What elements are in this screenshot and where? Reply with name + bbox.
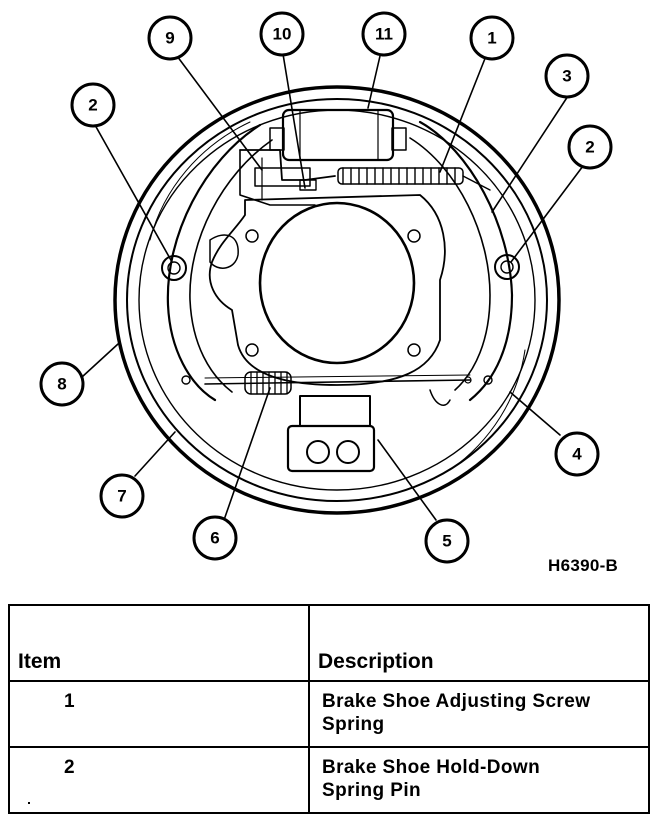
description-column-header: Description bbox=[308, 604, 650, 682]
description-line: Brake Shoe Hold-Down bbox=[322, 757, 541, 778]
wheel-cylinder bbox=[269, 108, 407, 162]
table-row: 1 Brake Shoe Adjusting Screw Spring bbox=[8, 680, 650, 748]
callout-label: 1 bbox=[487, 29, 496, 48]
callout-label: 8 bbox=[57, 375, 66, 394]
callout-label: 5 bbox=[442, 532, 451, 551]
callout-2b bbox=[567, 124, 613, 170]
hold-down-pin-right bbox=[494, 254, 520, 280]
stray-mark bbox=[28, 802, 30, 804]
item-number: 2 bbox=[8, 746, 310, 814]
legend-table: Item Description 1 Brake Shoe Adjusting … bbox=[8, 604, 650, 814]
adjuster-lever bbox=[239, 149, 336, 206]
callout-11 bbox=[361, 11, 407, 57]
callout-label: 2 bbox=[585, 138, 594, 157]
callout-5 bbox=[424, 518, 470, 564]
callout-8 bbox=[39, 361, 85, 407]
callout-10 bbox=[259, 11, 305, 57]
brake-assembly-diagram: 9 10 11 1 3 2 2 8 7 6 5 4 bbox=[39, 11, 613, 564]
callout-6 bbox=[192, 515, 238, 561]
callout-label: 4 bbox=[572, 445, 582, 464]
item-number: 1 bbox=[8, 680, 310, 748]
brake-shoe-right bbox=[409, 120, 514, 402]
backing-plate-web bbox=[208, 194, 446, 386]
callout-4 bbox=[554, 431, 600, 477]
legend-header-row: Item Description bbox=[8, 604, 650, 682]
callout-2a bbox=[70, 82, 116, 128]
item-column-header: Item bbox=[8, 604, 310, 682]
callout-label: 3 bbox=[562, 67, 571, 86]
backing-plate bbox=[113, 85, 561, 515]
figure-code: H6390-B bbox=[548, 556, 619, 575]
anchor-block bbox=[286, 395, 376, 473]
callout-1 bbox=[469, 15, 515, 61]
callout-label: 11 bbox=[375, 25, 393, 44]
description-line: Spring bbox=[322, 714, 385, 735]
callout-7 bbox=[99, 473, 145, 519]
callout-label: 2 bbox=[88, 96, 97, 115]
adjusting-screw-spring bbox=[337, 167, 491, 191]
table-row: 2 Brake Shoe Hold-Down Spring Pin bbox=[8, 746, 650, 814]
item-description: Brake Shoe Hold-Down Spring Pin bbox=[308, 746, 650, 814]
callout-label: 10 bbox=[273, 25, 292, 44]
hold-down-pin-left bbox=[161, 255, 187, 281]
callout-label: 6 bbox=[210, 529, 219, 548]
brake-shoe-left bbox=[166, 123, 273, 402]
callout-9 bbox=[147, 15, 193, 61]
description-line: Spring Pin bbox=[322, 780, 421, 801]
description-line: Brake Shoe Adjusting Screw bbox=[322, 691, 591, 712]
callout-label: 7 bbox=[117, 487, 126, 506]
callout-label: 9 bbox=[165, 29, 174, 48]
item-description: Brake Shoe Adjusting Screw Spring bbox=[308, 680, 650, 748]
callout-3 bbox=[544, 53, 590, 99]
